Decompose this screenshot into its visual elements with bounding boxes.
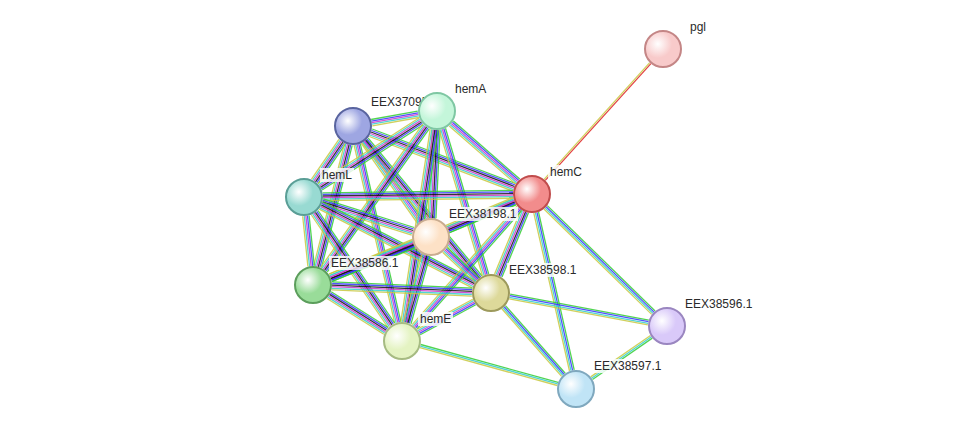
evidence-line [510, 296, 649, 322]
protein-node: EEX38586.1 [294, 266, 332, 304]
interaction-edge [420, 345, 558, 386]
evidence-line [545, 208, 653, 313]
evidence-line [453, 121, 519, 179]
protein-node: EEX37095.1 [334, 107, 372, 145]
interaction-edge [371, 111, 419, 126]
evidence-line [451, 124, 517, 182]
evidence-line [447, 248, 479, 278]
evidence-line [510, 294, 649, 320]
evidence-line [547, 206, 655, 311]
node-circle [412, 218, 450, 256]
node-circle [418, 92, 456, 130]
evidence-line [328, 297, 385, 333]
protein-node: hemA [418, 92, 456, 130]
evidence-line [445, 250, 477, 280]
evidence-line [329, 296, 386, 332]
node-circle [285, 178, 323, 216]
evidence-line [330, 242, 413, 276]
node-label: EEX38598.1 [507, 263, 578, 277]
node-circle [557, 370, 595, 408]
node-label: hemA [453, 82, 488, 96]
evidence-line [418, 301, 474, 331]
evidence-line [502, 309, 562, 377]
node-circle [648, 307, 686, 345]
evidence-line [420, 348, 557, 386]
interaction-edge [502, 306, 565, 377]
evidence-line [546, 207, 654, 312]
evidence-line [419, 302, 475, 332]
interaction-edge [332, 282, 472, 296]
evidence-line [323, 198, 513, 201]
evidence-line [303, 216, 308, 266]
interaction-edge [303, 216, 315, 267]
node-circle [472, 274, 510, 312]
interaction-edge [509, 294, 649, 325]
evidence-line [545, 64, 651, 181]
evidence-line [421, 345, 558, 383]
evidence-line [535, 213, 571, 371]
node-label: pgl [688, 20, 708, 34]
evidence-line [331, 292, 388, 328]
evidence-line [443, 252, 475, 282]
evidence-line [452, 122, 518, 180]
evidence-line [450, 125, 516, 183]
evidence-line [504, 307, 564, 375]
node-label: EEX38586.1 [329, 256, 400, 270]
evidence-line [330, 294, 387, 330]
evidence-line [534, 213, 570, 371]
evidence-line [330, 293, 387, 329]
evidence-line [327, 299, 384, 335]
protein-node: EEX38598.1 [472, 274, 510, 312]
node-circle [513, 175, 551, 213]
evidence-line [509, 299, 648, 325]
node-circle [644, 30, 682, 68]
interaction-edge [323, 190, 513, 200]
protein-node: EEX38198.1 [412, 218, 450, 256]
evidence-line [444, 251, 476, 281]
interaction-edge [327, 292, 388, 335]
protein-node: hemC [513, 175, 551, 213]
protein-node: EEX38596.1 [648, 307, 686, 345]
node-label: EEX38198.1 [447, 207, 518, 221]
evidence-line [544, 209, 652, 314]
evidence-line [539, 212, 575, 370]
node-circle [383, 322, 421, 360]
evidence-line [417, 299, 473, 329]
node-label: EEX38596.1 [683, 297, 754, 311]
node-label: hemL [320, 168, 354, 182]
interaction-edge [329, 241, 415, 282]
evidence-line [329, 241, 412, 275]
evidence-line [420, 346, 557, 384]
evidence-line [321, 205, 412, 234]
interaction-edge [417, 299, 476, 335]
node-label: EEX38597.1 [592, 359, 663, 373]
evidence-line [505, 306, 565, 374]
protein-node: EEX38597.1 [557, 370, 595, 408]
node-label: hemE [418, 312, 453, 326]
evidence-line [510, 297, 649, 323]
evidence-line [439, 130, 482, 276]
evidence-line [544, 63, 650, 180]
interaction-edge [544, 63, 651, 181]
interaction-edge [443, 248, 480, 283]
protein-node: hemE [383, 322, 421, 360]
evidence-line [321, 207, 412, 236]
evidence-line [446, 249, 478, 279]
node-circle [294, 266, 332, 304]
node-label: hemC [548, 165, 584, 179]
interaction-edge [544, 206, 655, 315]
evidence-line [503, 308, 563, 376]
evidence-line [332, 290, 472, 296]
node-circle [334, 107, 372, 145]
protein-node: pgl [644, 30, 682, 68]
protein-node: hemL [285, 178, 323, 216]
